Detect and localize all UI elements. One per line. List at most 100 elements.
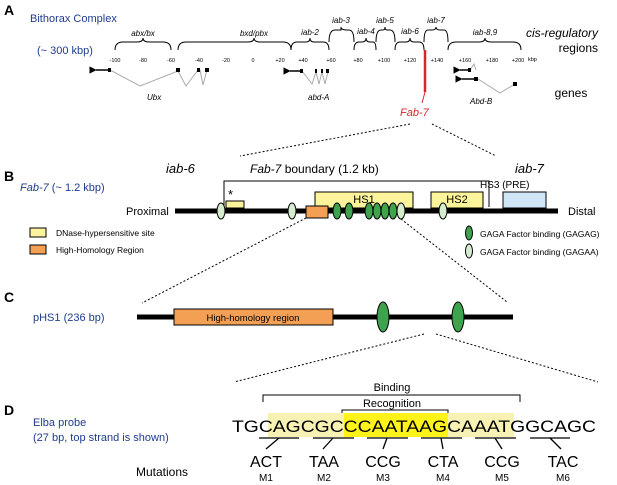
mutation-name: M4 — [436, 473, 450, 484]
gene-label: Abd-B — [469, 97, 493, 106]
zoom-line — [141, 217, 307, 304]
gagag-site — [344, 202, 354, 220]
tick-label: +140 — [431, 58, 443, 64]
region-label: iab-4 — [357, 27, 375, 36]
phs1-hhr-label: High-homology region — [207, 313, 300, 324]
fab7-pointer — [421, 91, 426, 104]
tick-label: +40 — [298, 58, 307, 64]
region-label: bxd/pbx — [240, 29, 269, 38]
recognition-bracket — [341, 409, 449, 414]
zoom-line — [431, 123, 497, 157]
panel-c-letter: C — [4, 289, 14, 305]
phs1-gagag-site — [451, 301, 465, 333]
legend-gagaa-text: GAGA Factor binding (GAGAA) — [480, 247, 599, 257]
hs2-label: HS2 — [446, 194, 467, 206]
fab7-title: Fab-7 (~ 1.2 kbp) — [20, 182, 105, 194]
zoom-line — [400, 218, 508, 303]
hs3-box — [502, 191, 547, 209]
dnase-small-box — [225, 200, 245, 209]
gene-label: abd-A — [308, 93, 329, 102]
tick-label: +80 — [353, 58, 362, 64]
tick-label: +200 — [512, 58, 524, 64]
region-label: iab-6 — [401, 27, 419, 36]
kbp-unit: kbp — [528, 57, 537, 63]
genes-label: genes — [555, 86, 588, 100]
mutation-seq: TAC — [548, 454, 579, 471]
hs3-label: HS3 (PRE) — [480, 180, 529, 191]
mutation-seq: CCG — [365, 454, 401, 471]
region-label: iab-8,9 — [473, 28, 498, 37]
mutation-seq: TAA — [309, 454, 339, 471]
region-label: iab-3 — [332, 16, 350, 25]
gagaa-site — [438, 202, 448, 220]
seq-highlight-bright — [344, 413, 448, 437]
tick-label: -60 — [167, 58, 175, 64]
cis-label-line1: cis-regulatory — [526, 26, 599, 40]
panel-a-letter: A — [4, 2, 14, 18]
iab6-label: iab-6 — [166, 161, 196, 176]
seq-highlight-light — [448, 413, 514, 437]
legend-dnase-swatch — [29, 227, 47, 238]
legend-gagaa-swatch — [465, 243, 473, 259]
legend: DNase-hypersensitive site High-Homology … — [29, 225, 600, 259]
recognition-label: Recognition — [363, 398, 421, 410]
mutation-name: M3 — [376, 473, 390, 484]
legend-hhr-swatch — [29, 244, 47, 255]
phs1-title: pHS1 (236 bp) — [33, 312, 105, 324]
distal-label: Distal — [568, 206, 596, 218]
gagag-site — [388, 202, 398, 220]
phs1-hhr-box — [173, 308, 334, 326]
gagag-site — [380, 202, 390, 220]
gene-ubx: Ubx — [89, 66, 209, 102]
tick-label: +100 — [378, 58, 390, 64]
region-label: abx/bx — [131, 29, 156, 38]
mutation-seq: CTA — [428, 454, 459, 471]
panel-b-letter: B — [4, 168, 14, 184]
gagaa-site — [287, 202, 297, 220]
mutations-label: Mutations — [136, 465, 188, 479]
mutation-markers — [259, 437, 570, 450]
panel-c: C pHS1 (236 bp) High-homology region — [4, 289, 513, 333]
legend-gagag-swatch — [465, 225, 473, 241]
legend-dnase-text: DNase-hypersensitive site — [56, 228, 155, 238]
binding-label: Binding — [374, 382, 411, 394]
region-label: iab-5 — [376, 16, 394, 25]
boundary-label: Fab-7 boundary (1.2 kb) — [250, 162, 379, 176]
tick-label: +120 — [404, 58, 416, 64]
panel-d-letter: D — [4, 402, 14, 418]
gene-label: Ubx — [147, 93, 162, 102]
tick-label: +160 — [459, 58, 471, 64]
tick-label: -100 — [109, 58, 120, 64]
tick-label: -40 — [195, 58, 203, 64]
cis-label-line2: regions — [559, 41, 598, 55]
mutation-name: M1 — [259, 473, 273, 484]
seq-highlight-light — [268, 413, 344, 437]
kbp-axis: -100 -80 -60 -40 -20 0 +20 +40 +60 +80 +… — [109, 57, 536, 64]
bithorax-title: Bithorax Complex — [30, 13, 117, 25]
phs1-gagag-site — [376, 301, 390, 333]
tick-label: +180 — [486, 58, 498, 64]
zoom-line — [239, 123, 411, 157]
gagaa-site — [396, 202, 406, 220]
gagag-site — [372, 202, 382, 220]
iab7-label: iab-7 — [515, 161, 545, 176]
elba-title: Elba probe — [33, 417, 86, 429]
mutation-seq: CCG — [484, 454, 520, 471]
zoom-line — [233, 333, 425, 383]
gagag-site — [364, 202, 374, 220]
bithorax-size: (~ 300 kbp) — [37, 45, 93, 57]
proximal-label: Proximal — [126, 206, 169, 218]
zoom-line — [435, 333, 599, 383]
star-mark: * — [228, 187, 233, 202]
tick-label: +20 — [275, 58, 284, 64]
elba-subtitle: (27 bp, top strand is shown) — [33, 432, 169, 444]
mutation-seq: ACT — [250, 454, 282, 471]
mutation-name: M2 — [317, 473, 331, 484]
panel-a: A Bithorax Complex (~ 300 kbp) cis-regul… — [4, 2, 599, 119]
mutation-name: M6 — [556, 473, 570, 484]
binding-bracket — [262, 394, 521, 402]
fab7-label: Fab-7 — [400, 107, 430, 119]
region-braces — [114, 26, 522, 51]
